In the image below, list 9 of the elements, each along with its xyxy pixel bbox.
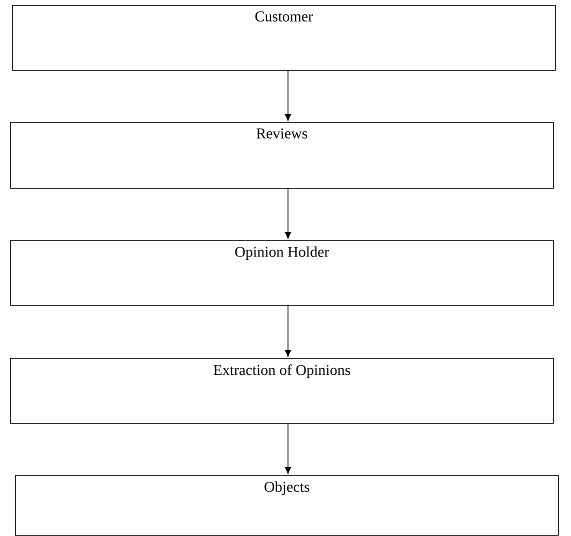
process-box: Customer (12, 5, 556, 71)
arrow (284, 70, 292, 121)
process-box: Reviews (10, 122, 554, 189)
process-box: Objects (15, 475, 559, 536)
process-box: Opinion Holder (10, 240, 554, 306)
arrow (284, 305, 292, 357)
arrow (284, 188, 292, 239)
process-box: Extraction of Opinions (10, 358, 554, 424)
arrow (284, 423, 292, 474)
